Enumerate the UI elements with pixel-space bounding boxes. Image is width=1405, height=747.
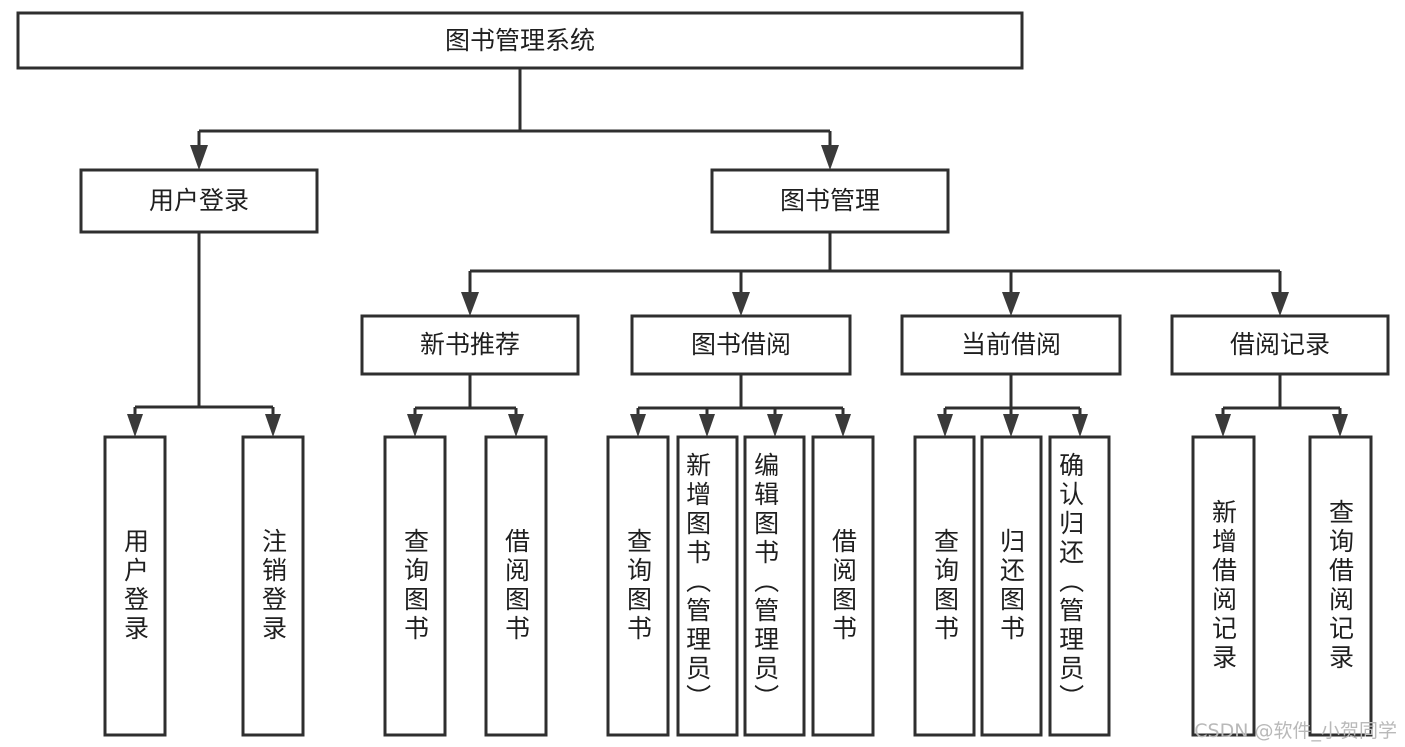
node-book-management[interactable]: 图书管理 (710, 168, 950, 234)
leaf-bb-add-book-admin-label: 新增图书（管理员） (683, 452, 712, 713)
leaf-logout[interactable]: 注销登录 (241, 435, 305, 737)
node-current-borrow-label: 当前借阅 (961, 330, 1061, 359)
node-borrow-record[interactable]: 借阅记录 (1170, 314, 1390, 376)
leaf-bb-borrow-book-box[interactable] (811, 435, 875, 737)
leaf-br-query-record-box[interactable] (1308, 435, 1373, 737)
node-book-borrow-box[interactable] (630, 314, 852, 376)
arrowhead-new-book (461, 292, 479, 316)
leaf-cb-confirm-return-admin[interactable]: 确认归还（管理员） (1048, 435, 1111, 737)
node-root-box[interactable] (16, 11, 1024, 70)
node-book-management-label: 图书管理 (780, 186, 880, 215)
arrowhead-cb-query-book (937, 414, 953, 437)
arrowhead-user-login (190, 145, 208, 170)
arrowhead-book-mgmt (821, 145, 839, 170)
node-book-management-box[interactable] (710, 168, 950, 234)
node-root[interactable]: 图书管理系统 (16, 11, 1024, 70)
node-borrow-record-box[interactable] (1170, 314, 1390, 376)
arrowhead-bb-borrow-book (835, 414, 851, 437)
leaf-bb-query-book[interactable]: 查询图书 (606, 435, 670, 737)
node-current-borrow[interactable]: 当前借阅 (900, 314, 1122, 376)
leaf-logout-label: 注销登录 (259, 528, 288, 644)
arrowhead-current-borrow (1002, 292, 1020, 316)
leaf-bb-query-book-label: 查询图书 (624, 528, 653, 644)
leaf-cb-query-book-label: 查询图书 (931, 528, 960, 644)
node-user-login-label: 用户登录 (149, 186, 249, 215)
node-borrow-record-label: 借阅记录 (1230, 330, 1330, 359)
leaf-cb-return-book-label: 归还图书 (997, 528, 1026, 644)
leaf-logout-box[interactable] (241, 435, 305, 737)
leaf-user-login-box[interactable] (103, 435, 167, 737)
node-user-login[interactable]: 用户登录 (79, 168, 319, 234)
leaf-bb-edit-book-admin-box[interactable] (743, 435, 806, 737)
leaf-cb-return-book[interactable]: 归还图书 (980, 435, 1043, 737)
leaf-bb-borrow-book-label: 借阅图书 (829, 528, 858, 644)
leaf-nb-query-book-label: 查询图书 (401, 528, 430, 644)
leaf-bb-edit-book-admin[interactable]: 编辑图书（管理员） (743, 435, 806, 737)
leaf-bb-borrow-book[interactable]: 借阅图书 (811, 435, 875, 737)
leaf-user-login-label: 用户登录 (121, 528, 150, 644)
leaf-bb-query-book-box[interactable] (606, 435, 670, 737)
leaf-cb-query-book-box[interactable] (913, 435, 976, 737)
leaf-nb-query-book[interactable]: 查询图书 (383, 435, 447, 737)
leaf-user-login[interactable]: 用户登录 (103, 435, 167, 737)
node-book-borrow-label: 图书借阅 (691, 330, 791, 359)
leaf-br-add-record-box[interactable] (1191, 435, 1256, 737)
arrowhead-bb-add-book (699, 414, 715, 437)
leaf-cb-query-book[interactable]: 查询图书 (913, 435, 976, 737)
arrowhead-borrow-record (1271, 292, 1289, 316)
leaf-bb-add-book-admin-box[interactable] (676, 435, 739, 737)
node-current-borrow-box[interactable] (900, 314, 1122, 376)
node-root-label: 图书管理系统 (445, 26, 595, 55)
arrowhead-leaf-user-login (127, 414, 143, 437)
connector-layer (127, 68, 1348, 437)
arrowhead-nb-borrow-book (508, 414, 524, 437)
leaf-br-query-record[interactable]: 查询借阅记录 (1308, 435, 1373, 737)
arrowhead-cb-return-book (1003, 414, 1019, 437)
arrowhead-nb-query-book (407, 414, 423, 437)
leaf-nb-borrow-book-box[interactable] (484, 435, 548, 737)
arrowhead-book-borrow (732, 292, 750, 316)
node-user-login-box[interactable] (79, 168, 319, 234)
leaf-cb-confirm-return-admin-box[interactable] (1048, 435, 1111, 737)
leaf-cb-confirm-return-admin-label: 确认归还（管理员） (1056, 452, 1085, 713)
leaf-nb-query-book-box[interactable] (383, 435, 447, 737)
node-book-borrow[interactable]: 图书借阅 (630, 314, 852, 376)
arrowhead-br-add-record (1215, 414, 1231, 437)
arrowhead-br-query-record (1332, 414, 1348, 437)
leaf-bb-add-book-admin[interactable]: 新增图书（管理员） (676, 435, 739, 737)
leaf-cb-return-book-box[interactable] (980, 435, 1043, 737)
leaf-br-query-record-label: 查询借阅记录 (1326, 499, 1355, 673)
arrowhead-bb-edit-book (767, 414, 783, 437)
leaf-br-add-record[interactable]: 新增借阅记录 (1191, 435, 1256, 737)
leaf-br-add-record-label: 新增借阅记录 (1209, 499, 1238, 673)
arrowhead-bb-query-book (630, 414, 646, 437)
node-new-book-recommend-label: 新书推荐 (420, 330, 520, 359)
leaf-nb-borrow-book-label: 借阅图书 (502, 528, 531, 644)
leaf-bb-edit-book-admin-label: 编辑图书（管理员） (751, 452, 780, 713)
arrowhead-cb-confirm-return (1072, 414, 1088, 437)
arrowhead-leaf-logout (265, 414, 281, 437)
node-new-book-recommend[interactable]: 新书推荐 (360, 314, 580, 376)
node-new-book-recommend-box[interactable] (360, 314, 580, 376)
leaf-nb-borrow-book[interactable]: 借阅图书 (484, 435, 548, 737)
